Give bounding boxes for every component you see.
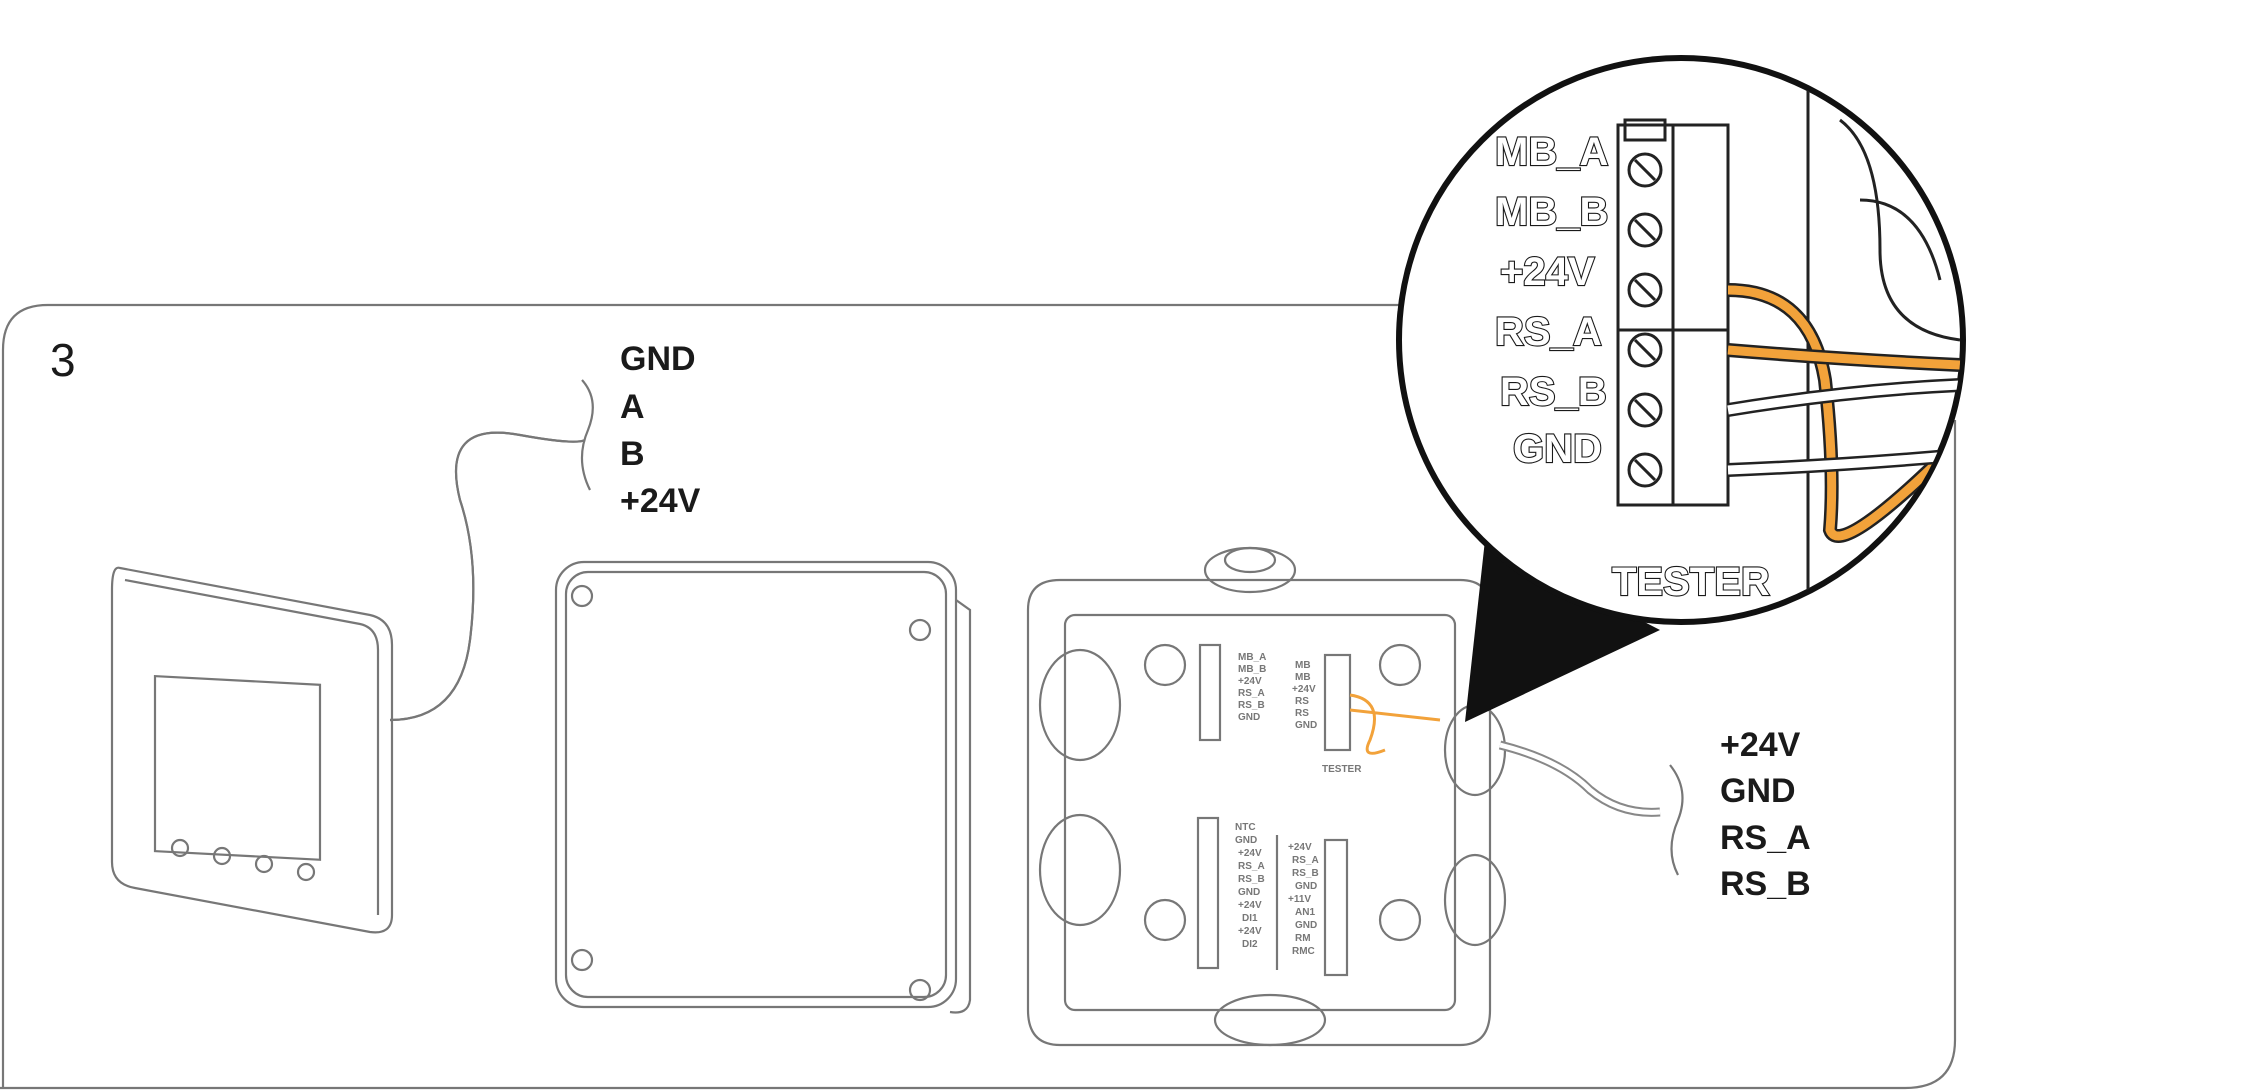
svg-text:TESTER: TESTER — [1612, 560, 1770, 604]
svg-text:GND: GND — [1295, 920, 1317, 931]
terminal-block — [1198, 643, 1222, 742]
svg-text:RS_A: RS_A — [1292, 855, 1319, 866]
svg-text:RS_B: RS_B — [1238, 874, 1265, 885]
svg-text:RS_B: RS_B — [1238, 700, 1265, 711]
step-number: 3 — [50, 334, 76, 386]
junction-box: MB_A MB_B +24V RS_A RS_B GND MB MB +24V … — [1026, 546, 1507, 1047]
magnifier-circle — [1396, 55, 1966, 625]
svg-text:+24V: +24V — [1238, 848, 1262, 859]
thermostat-button — [296, 862, 316, 882]
svg-text:DI2: DI2 — [1242, 939, 1258, 950]
external-cable-labels: +24V GND RS_A RS_B — [1720, 726, 1811, 903]
cable-gland-top — [1203, 546, 1297, 594]
svg-text:+24V: +24V — [1720, 726, 1801, 764]
thermostat-cable-labels: GND A B +24V — [620, 340, 701, 520]
svg-text:MB: MB — [1295, 672, 1311, 683]
knockout — [1038, 813, 1122, 927]
svg-text:GND: GND — [1720, 772, 1796, 810]
svg-text:RS_A: RS_A — [1720, 819, 1811, 857]
cable-gland-bottom — [1213, 993, 1327, 1047]
svg-text:GND: GND — [1295, 881, 1317, 892]
svg-text:RS_A: RS_A — [1495, 310, 1602, 354]
svg-text:GND: GND — [1235, 835, 1257, 846]
svg-text:RS: RS — [1295, 696, 1309, 707]
svg-text:+24V: +24V — [1238, 676, 1262, 687]
svg-text:GND: GND — [1238, 887, 1260, 898]
svg-text:MB: MB — [1295, 660, 1311, 671]
svg-text:RMC: RMC — [1292, 946, 1315, 957]
terminal-block — [1196, 816, 1220, 970]
svg-text:DI1: DI1 — [1242, 913, 1258, 924]
svg-text:+24V: +24V — [1292, 684, 1316, 695]
svg-text:RS_B: RS_B — [1292, 868, 1319, 879]
svg-text:MB_B: MB_B — [1495, 190, 1608, 234]
magnifier-pointer — [1465, 540, 1660, 722]
svg-text:AN1: AN1 — [1295, 907, 1315, 918]
thermostat-button — [254, 854, 274, 874]
thermostat-button — [212, 846, 232, 866]
magnified-terminal-block: MB_A MB_B +24V RS_A RS_B GND TESTER — [1494, 60, 1961, 620]
svg-text:MB_A: MB_A — [1495, 130, 1608, 174]
svg-text:+24V: +24V — [620, 482, 701, 520]
svg-text:GND: GND — [1238, 712, 1260, 723]
screw-terminals — [1627, 152, 1663, 488]
svg-text:MB_B: MB_B — [1238, 664, 1266, 675]
svg-text:RM: RM — [1295, 933, 1311, 944]
tester-wire — [1349, 693, 1441, 755]
svg-text:MB_A: MB_A — [1238, 652, 1266, 663]
thermostat-screen — [153, 674, 322, 861]
svg-text:RS_A: RS_A — [1238, 861, 1265, 872]
svg-text:GND: GND — [1513, 427, 1602, 471]
svg-text:NTC: NTC — [1235, 822, 1256, 833]
terminal-block — [1323, 838, 1349, 977]
knockout — [1038, 648, 1122, 762]
step-frame — [0, 303, 1957, 1090]
svg-text:TESTER: TESTER — [1322, 764, 1362, 775]
thermostat-cable-bracket — [580, 379, 594, 491]
svg-text:RS_A: RS_A — [1238, 688, 1265, 699]
thermostat-device — [110, 566, 394, 934]
cable-gland-right-lower — [1443, 853, 1507, 947]
svg-text:GND: GND — [620, 340, 696, 378]
svg-text:+24V: +24V — [1500, 250, 1595, 294]
thermostat-button — [170, 838, 190, 858]
svg-text:+24V: +24V — [1238, 900, 1262, 911]
svg-text:RS_B: RS_B — [1500, 370, 1607, 414]
svg-text:B: B — [620, 435, 645, 473]
external-cable-bracket — [1669, 764, 1684, 876]
svg-text:GND: GND — [1295, 720, 1317, 731]
svg-text:+24V: +24V — [1238, 926, 1262, 937]
svg-text:RS: RS — [1295, 708, 1309, 719]
svg-text:RS_B: RS_B — [1720, 865, 1811, 903]
terminal-block-tester — [1323, 653, 1352, 752]
svg-text:+24V: +24V — [1288, 842, 1312, 853]
svg-text:A: A — [620, 388, 645, 426]
enclosure-lid — [554, 560, 972, 1014]
svg-text:+11V: +11V — [1288, 894, 1311, 905]
